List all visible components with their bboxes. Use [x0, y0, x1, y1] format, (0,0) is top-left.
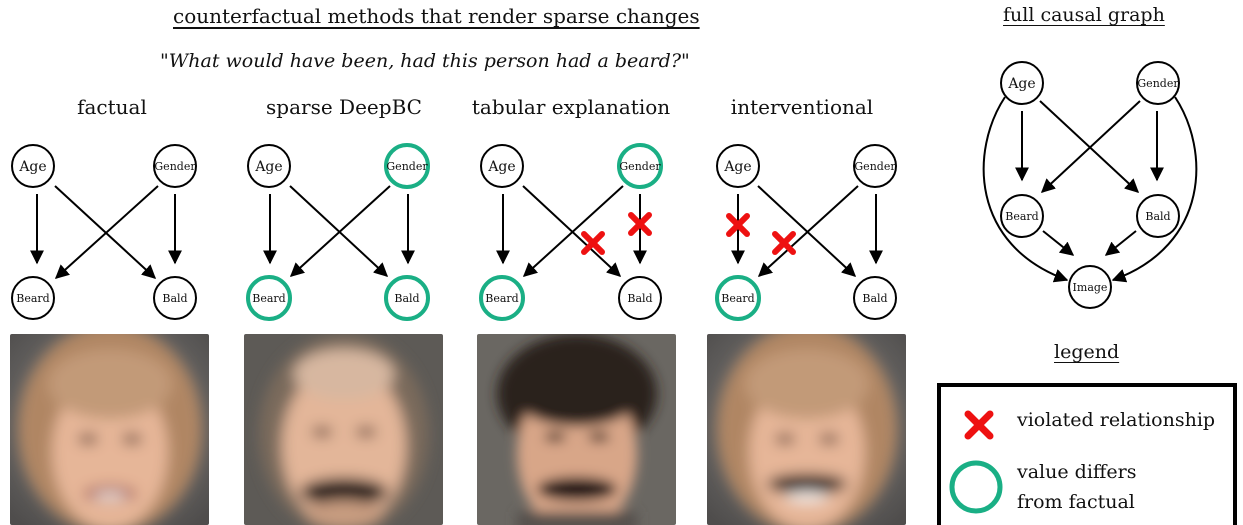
node-beard [246, 275, 292, 321]
highlight-circle-icon [949, 460, 1003, 514]
graph-tabular-explanation: Age Gender Beard Bald [479, 143, 663, 321]
node-gender [1136, 61, 1180, 105]
violation-cross-icon [726, 213, 750, 237]
node-beard [715, 275, 761, 321]
node-age [716, 144, 760, 188]
panel-title-tabular-explanation: tabular explanation [471, 95, 671, 119]
violation-cross-icon [964, 410, 994, 440]
node-age-label: Age [487, 159, 515, 175]
node-bald-label: Bald [394, 292, 419, 305]
node-gender [153, 144, 197, 188]
node-beard-label: Beard [252, 292, 285, 305]
node-age-label: Age [723, 159, 751, 175]
panel-title-sparse-deepbc: sparse DeepBC [266, 95, 422, 119]
violation-cross-icon [772, 231, 796, 255]
header-title: counterfactual methods that render spars… [173, 4, 700, 28]
node-age [11, 144, 55, 188]
node-age [247, 144, 291, 188]
node-image [1068, 265, 1112, 309]
node-gender [617, 143, 663, 189]
legend-violated-label: violated relationship [1017, 409, 1216, 431]
node-gender [384, 143, 430, 189]
node-age [480, 144, 524, 188]
full-causal-graph: Age Gender Beard Bald Image [982, 61, 1198, 309]
node-gender-label: Gender [386, 160, 428, 173]
node-beard-label: Beard [721, 292, 754, 305]
node-gender [853, 144, 897, 188]
node-beard-label: Beard [16, 292, 49, 305]
panel-title-interventional: interventional [730, 95, 874, 119]
node-bald [1136, 194, 1180, 238]
node-age-label: Age [18, 159, 46, 175]
node-bald-label: Bald [862, 292, 887, 305]
legend-differs-line1: value differs [1017, 461, 1137, 483]
node-gender-label: Gender [619, 160, 661, 173]
node-bald [153, 276, 197, 320]
node-gender-label: Gender [154, 160, 196, 173]
node-beard [1000, 194, 1044, 238]
node-gender-label: Gender [1137, 77, 1179, 90]
panel-title-factual: factual [77, 95, 147, 119]
node-beard [479, 275, 525, 321]
graph-interventional: Age Gender Beard Bald [715, 144, 897, 321]
face-image-tabular-explanation [477, 334, 676, 525]
graph-factual: Age Gender Beard Bald [11, 144, 197, 320]
node-bald [384, 275, 430, 321]
face-image-interventional [707, 334, 906, 525]
node-age-label: Age [1007, 76, 1035, 92]
node-age-label: Age [254, 159, 282, 175]
legend-differs-line2: from factual [1017, 491, 1135, 513]
legend-title: legend [1054, 341, 1120, 363]
node-beard-label: Beard [485, 292, 518, 305]
node-beard-label: Beard [1005, 210, 1038, 223]
violation-cross-icon [581, 231, 605, 255]
node-image-label: Image [1073, 281, 1108, 294]
node-gender-label: Gender [854, 160, 896, 173]
node-bald-label: Bald [627, 292, 652, 305]
legend-box: violated relationship value differs from… [937, 383, 1237, 525]
full-graph-title: full causal graph [1003, 4, 1165, 26]
node-bald [618, 276, 662, 320]
violation-cross-icon [628, 212, 652, 236]
face-image-sparse-deepbc [244, 334, 443, 525]
node-age [1000, 61, 1044, 105]
question-text: "What would have been, had this person h… [160, 50, 690, 72]
node-bald [853, 276, 897, 320]
node-bald-label: Bald [162, 292, 187, 305]
node-bald-label: Bald [1145, 210, 1170, 223]
face-image-factual [10, 334, 209, 525]
graph-sparse-deepbc: Age Gender Beard Bald [246, 143, 430, 321]
node-beard [11, 276, 55, 320]
